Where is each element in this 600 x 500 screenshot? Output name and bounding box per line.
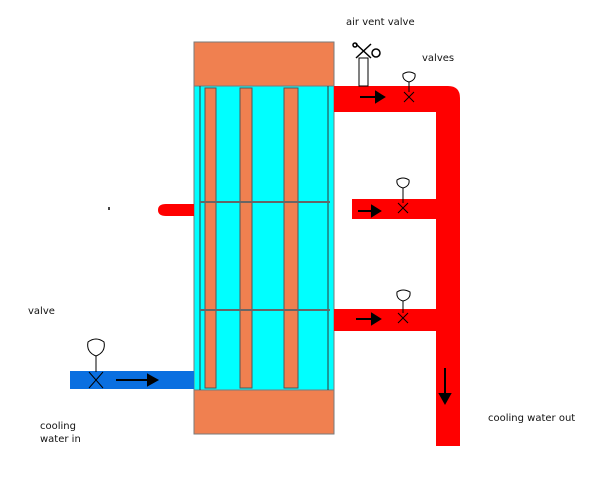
outlet-header-pipe (334, 86, 460, 446)
valves-label: valves (422, 53, 455, 64)
branch-pipe-middle (352, 199, 438, 219)
tube (204, 87, 217, 389)
flow-arrow-icon (358, 204, 382, 218)
flow-arrow-icon (438, 368, 452, 406)
air-vent-valve-label: air vent valve (346, 17, 415, 28)
tube (283, 87, 299, 389)
flow-arrow-icon (356, 312, 382, 326)
cooling-water-in-label: cooling water in (40, 421, 81, 445)
valve-icon (87, 338, 105, 389)
branch-pipe-lower (334, 309, 438, 331)
flow-arrow-icon (116, 373, 160, 387)
tube (239, 87, 253, 389)
shell-bottom-header (193, 389, 335, 435)
side-nozzle (158, 204, 194, 216)
air-vent-valve-icon (352, 42, 381, 87)
cooling-water-out-label: cooling water out (488, 413, 576, 424)
valve-icon (402, 71, 416, 103)
valve-icon (396, 289, 411, 324)
flow-arrow-icon (360, 90, 386, 104)
shell-top-header (193, 41, 335, 87)
valve-label: valve (28, 306, 55, 317)
stray-mark (108, 207, 110, 210)
shell-body (193, 85, 335, 391)
valve-icon (396, 177, 410, 214)
